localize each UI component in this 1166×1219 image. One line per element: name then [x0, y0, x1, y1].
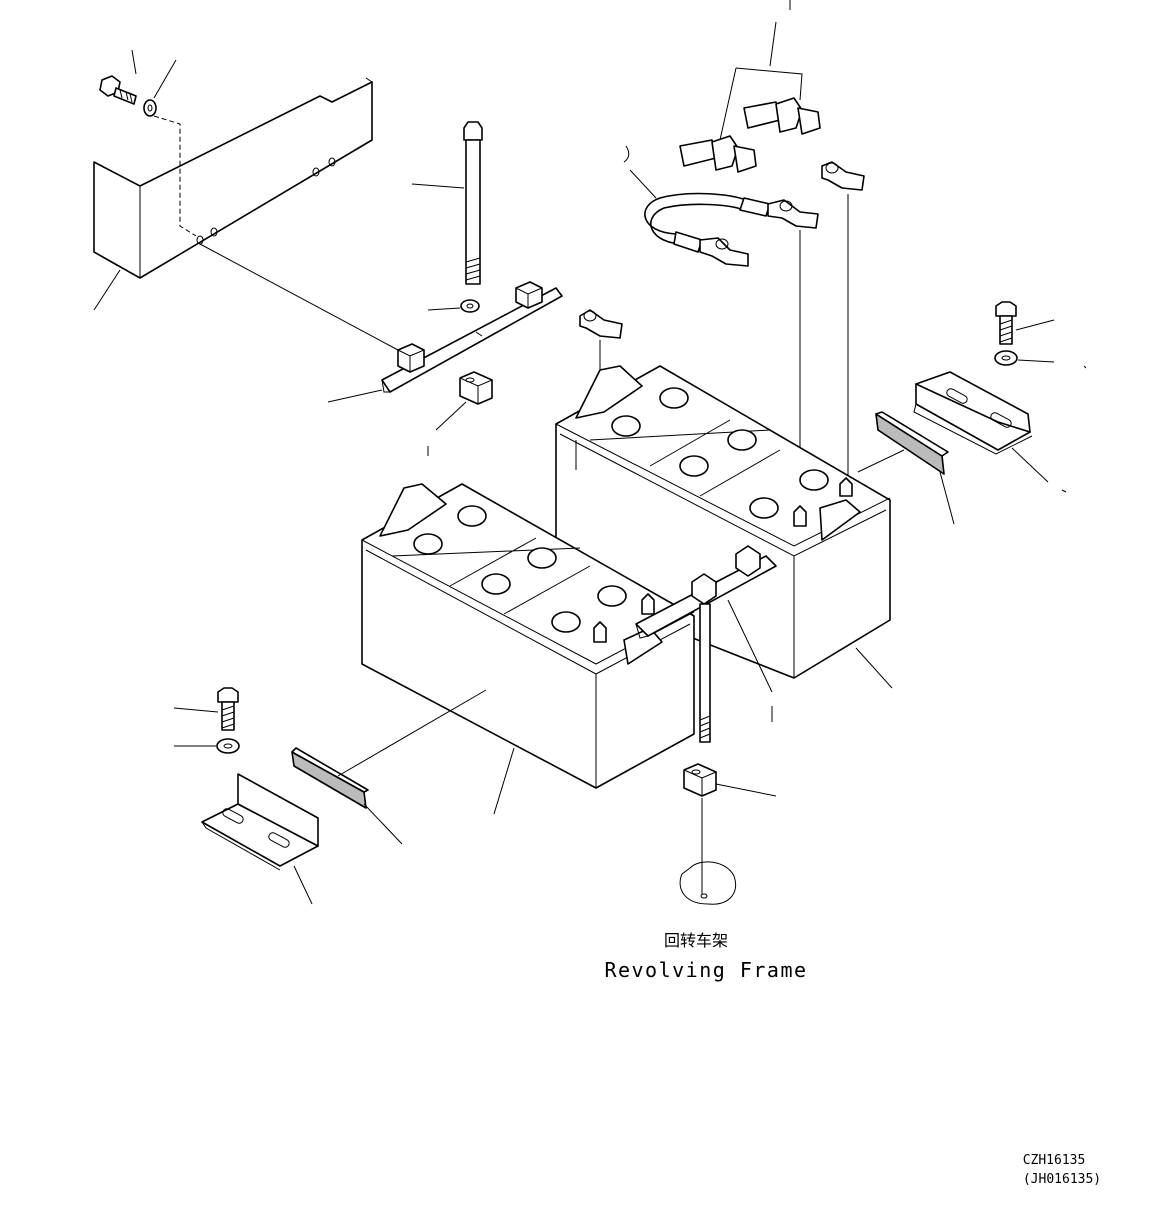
battery-terminal-clamp-right: [821, 161, 865, 191]
rubber-pad-right: [875, 411, 949, 475]
battery-bracket-right: [913, 371, 1033, 455]
lower-hook-rod: [699, 603, 711, 743]
bracket-bolt-left: [217, 687, 239, 731]
revolving-frame-outline: [679, 861, 736, 905]
bracket-washer-left: [216, 738, 240, 754]
battery-terminal-clamp-left: [579, 309, 623, 339]
rod-washer: [460, 299, 480, 313]
frame-label-cn: 回转车架: [664, 931, 728, 950]
battery-cover-plate: [93, 77, 373, 279]
hold-down-bar-lower: [635, 545, 777, 639]
rubber-pad-left: [291, 747, 369, 809]
cover-washer: [143, 99, 157, 117]
cover-bolt: [99, 75, 137, 105]
bracket-bolt-right: [995, 301, 1017, 345]
nut-block-lower: [683, 763, 717, 797]
battery-front: [361, 483, 695, 789]
battery-bracket-left: [201, 773, 319, 871]
drawing-number-alt: (JH016135): [1023, 1172, 1101, 1187]
drawing-number: CZH16135: [1023, 1153, 1086, 1168]
battery-jumper-cable: [623, 145, 819, 267]
long-hook-bolt: [463, 121, 483, 285]
battery-connector-plugs: [679, 0, 821, 173]
nut-block-upper: [459, 371, 493, 405]
bracket-washer-right: [994, 350, 1018, 366]
hold-down-bar-upper: [381, 281, 563, 393]
frame-label-en: Revolving Frame: [604, 958, 807, 982]
